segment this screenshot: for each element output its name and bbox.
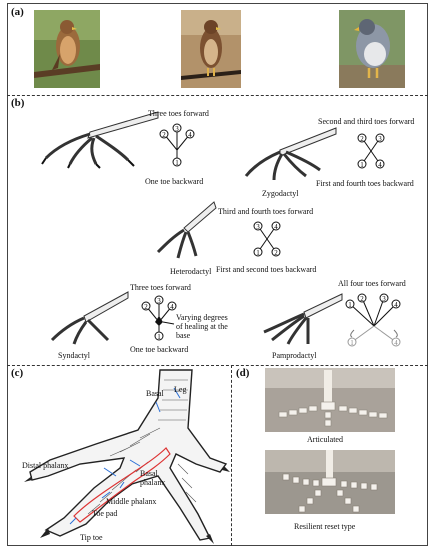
label-middle-phalanx: Middle phalanx <box>106 497 157 506</box>
zygodactyl-name: Zygodactyl <box>262 189 299 198</box>
anisodactyl-bottom-label: One toe backward <box>145 177 204 186</box>
panel-d-label: (d) <box>236 367 250 379</box>
raptor-claw-illustration <box>24 369 230 544</box>
anisodactyl-toe-diagram: 2 3 4 1 <box>159 123 195 167</box>
articulated-prototype-photo <box>265 368 395 432</box>
panel-b-label: (b) <box>11 97 25 109</box>
digit-label: 2 <box>360 135 364 143</box>
label-distal-phalanx: Distal phalanx <box>22 461 69 470</box>
digit-label: 2 <box>144 303 148 311</box>
digit-label: 4 <box>394 301 398 309</box>
digit-label: 1 <box>360 161 364 169</box>
pamprodactyl-foot-sketch <box>263 293 343 345</box>
digit-label: 3 <box>378 135 382 143</box>
label-toe-pad: Toe pad <box>92 509 118 518</box>
hawk-photo-3 <box>339 10 405 88</box>
digit-label: 2 <box>360 295 364 303</box>
digit-label: 2 <box>274 249 278 257</box>
syndactyl-note: Varying degrees of healing at the base <box>176 313 228 340</box>
divider-b-cd <box>7 365 428 366</box>
digit-label: 4 <box>394 339 398 347</box>
label-leg: Leg <box>174 385 187 394</box>
resilient-prototype-photo <box>265 450 395 514</box>
digit-label: 3 <box>175 125 179 133</box>
figure-frame <box>7 3 428 546</box>
zygodactyl-top-label: Second and third toes forward <box>318 117 415 126</box>
heterodactyl-toe-diagram: 3 4 1 2 <box>253 221 281 257</box>
resilient-caption: Resilient reset type <box>294 522 356 531</box>
digit-label: 1 <box>157 333 161 341</box>
heterodactyl-name: Heterodactyl <box>170 267 212 276</box>
digit-label: 1 <box>175 159 179 167</box>
digit-label: 2 <box>162 131 166 139</box>
digit-label: 4 <box>274 223 278 231</box>
label-tip-toe: Tip toe <box>80 533 103 542</box>
pamprodactyl-top-label: All four toes forward <box>338 279 406 288</box>
anisodactyl-foot-sketch <box>41 111 159 169</box>
digit-label: 3 <box>382 295 386 303</box>
pamprodactyl-toe-diagram: 1 2 3 4 1 4 <box>345 293 401 347</box>
syndactyl-top-label: Three toes forward <box>130 283 191 292</box>
digit-label: 4 <box>188 131 192 139</box>
syndactyl-bottom-label: One toe backward <box>130 345 189 354</box>
syndactyl-foot-sketch <box>50 291 129 345</box>
divider-a-b <box>7 95 428 96</box>
digit-label: 3 <box>157 297 161 305</box>
zygodactyl-foot-sketch <box>244 127 337 181</box>
digit-label: 1 <box>350 339 354 347</box>
hawk-photo-1 <box>34 10 100 88</box>
digit-label: 4 <box>378 161 382 169</box>
articulated-caption: Articulated <box>307 435 343 444</box>
zygodactyl-bottom-label: First and fourth toes backward <box>316 179 414 188</box>
panel-c-label: (c) <box>11 367 24 379</box>
syndactyl-name: Syndactyl <box>58 351 90 360</box>
zygodactyl-toe-diagram: 2 3 1 4 <box>357 133 385 169</box>
heterodactyl-top-label: Third and fourth toes forward <box>218 207 314 216</box>
anisodactyl-top-label: Three toes forward <box>148 109 209 118</box>
digit-label: 1 <box>348 301 352 309</box>
digit-label: 4 <box>170 303 174 311</box>
syndactyl-toe-diagram: 2 3 4 1 <box>141 295 177 341</box>
label-basal-phalanx: Basal phalanx <box>140 469 166 487</box>
digit-label: 3 <box>256 223 260 231</box>
panel-a-label: (a) <box>11 6 24 18</box>
heterodactyl-foot-sketch <box>156 201 217 259</box>
label-basal: Basal <box>146 389 164 398</box>
divider-c-d <box>231 365 232 546</box>
digit-label: 1 <box>256 249 260 257</box>
heterodactyl-bottom-label: First and second toes backward <box>216 265 317 274</box>
hawk-photo-2 <box>181 10 241 88</box>
pamprodactyl-name: Pamprodactyl <box>272 351 317 360</box>
